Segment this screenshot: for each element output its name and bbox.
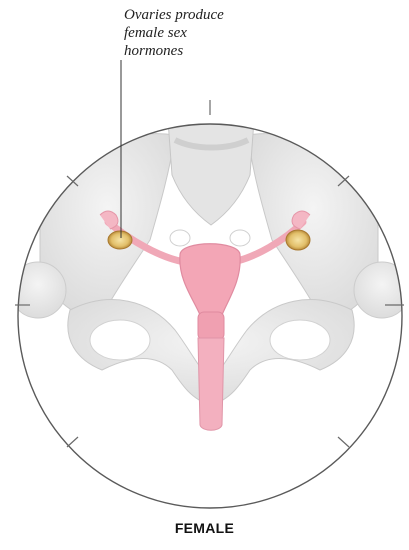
vagina (198, 338, 224, 430)
callout-line: female sex (124, 24, 284, 42)
ovary-callout: Ovaries produce female sex hormones (124, 6, 284, 60)
right-ovary (286, 230, 310, 250)
left-ovary (108, 231, 132, 249)
callout-line: hormones (124, 42, 284, 60)
cervix (198, 312, 224, 340)
figure-label: FEMALE (0, 520, 409, 536)
callout-line: Ovaries produce (124, 6, 284, 24)
